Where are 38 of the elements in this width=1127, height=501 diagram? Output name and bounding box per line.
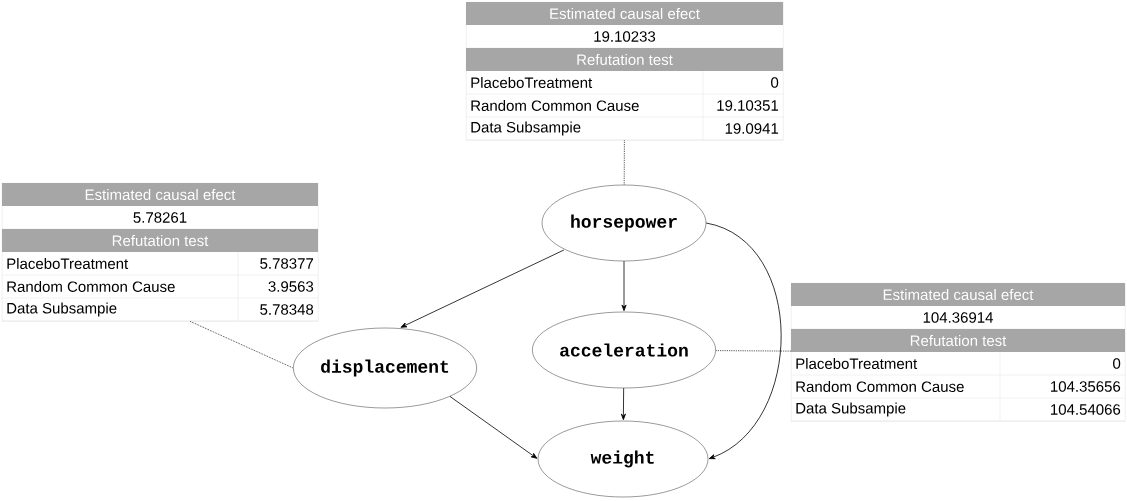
test-value: 5.78377 xyxy=(260,258,314,269)
test-name: PlaceboTreatment xyxy=(7,258,129,269)
arrow xyxy=(620,387,626,421)
test-value: 19.10351 xyxy=(717,100,779,111)
arrow xyxy=(400,249,565,328)
header-cell: Refutation test xyxy=(577,54,673,65)
leader-line xyxy=(623,140,625,186)
test-value: 0 xyxy=(771,77,779,88)
header-cell: Estimated causal efect xyxy=(550,8,700,19)
test-name: Data Subsampie xyxy=(796,402,906,417)
arrow xyxy=(621,260,627,312)
header-cell: Estimated causal efect xyxy=(883,289,1034,300)
leader-line xyxy=(189,321,294,369)
test-name: PlaceboTreatment xyxy=(796,358,918,369)
arrow xyxy=(449,396,538,459)
test-name: PlaceboTreatment xyxy=(471,77,593,88)
header-cell: Refutation test xyxy=(112,235,209,246)
test-name: Data Subsampie xyxy=(7,302,117,317)
header-cell: Estimated causal efect xyxy=(85,189,236,200)
test-name: Random Common Cause xyxy=(7,281,175,292)
value-cell: 5.78261 xyxy=(133,212,187,223)
test-value: 5.78348 xyxy=(260,304,314,315)
arrow xyxy=(705,222,782,460)
header-cell: Refutation test xyxy=(910,335,1007,346)
results-table xyxy=(1,183,319,322)
leader-line xyxy=(715,350,792,352)
test-value: 3.9563 xyxy=(268,281,314,292)
test-name: Data Subsampie xyxy=(471,121,581,136)
value-cell: 104.36914 xyxy=(923,312,993,323)
test-value: 104.54066 xyxy=(1051,404,1121,415)
test-value: 19.0941 xyxy=(725,123,779,134)
results-table xyxy=(790,283,1126,422)
test-name: Random Common Cause xyxy=(471,100,639,111)
test-name: Random Common Cause xyxy=(796,381,964,392)
test-value: 0 xyxy=(1113,358,1121,369)
test-value: 104.35656 xyxy=(1051,381,1121,392)
results-table xyxy=(465,2,784,141)
value-cell: 19.10233 xyxy=(594,31,656,42)
